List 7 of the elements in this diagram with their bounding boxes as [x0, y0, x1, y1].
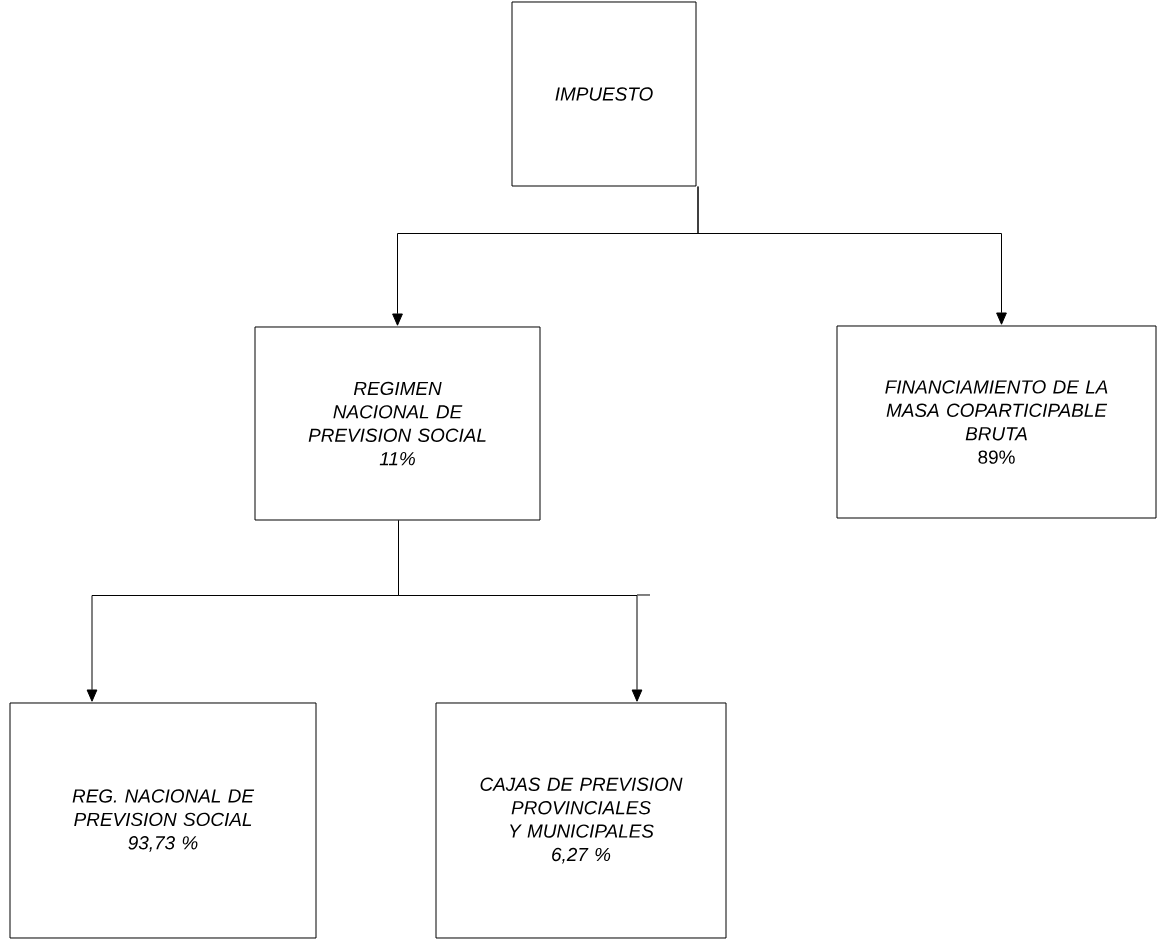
process-box: IMPUESTO: [511, 1, 697, 187]
arrow: [697, 186, 1007, 325]
process-box: FINANCIAMIENTO DE LA MASA COPARTICIPABLE BRUTA 89%: [836, 325, 1157, 519]
process-box: REGIMEN NACIONAL DE PREVISION SOCIAL 11%: [254, 326, 541, 521]
process-box: CAJAS DE PREVISION PROVINCIALES Y MUNICIPALES 6,27 %: [435, 702, 727, 939]
process-box: REG. NACIONAL DE PREVISION SOCIAL 93,73 %: [9, 702, 317, 939]
arrow: [398, 520, 643, 702]
